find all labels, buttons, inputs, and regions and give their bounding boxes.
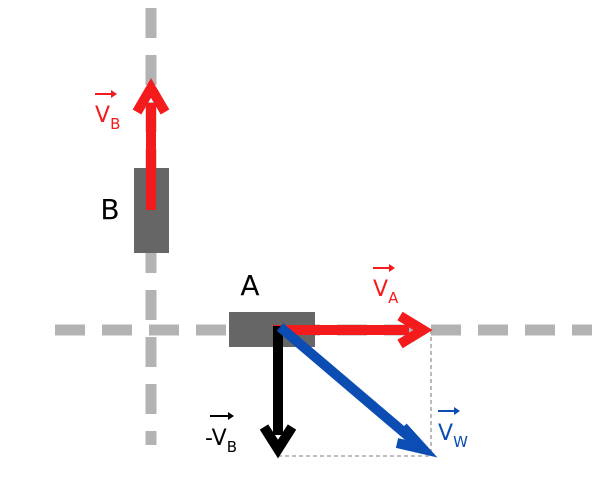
vb-vector-overarrow-head <box>111 90 117 98</box>
va-label: VA <box>373 277 399 307</box>
car-a-label: A <box>240 269 259 302</box>
vector-vb-arrowhead <box>132 78 170 115</box>
neg-vb-label: -VB <box>205 426 237 456</box>
vector-vw-shaft <box>276 323 418 445</box>
vb-label: VB <box>95 103 120 133</box>
vector-va-arrowhead <box>397 311 433 349</box>
vw-label: VW <box>438 421 468 451</box>
car-b-label: B <box>100 193 119 226</box>
vector-vw-arrowhead <box>395 423 438 458</box>
vector-neg-vb-arrowhead <box>259 424 297 459</box>
va-vector-overarrow-head <box>389 264 395 272</box>
vw-vector-overarrow-head <box>454 407 460 415</box>
neg-vb-vector-overarrow-head <box>228 412 234 420</box>
